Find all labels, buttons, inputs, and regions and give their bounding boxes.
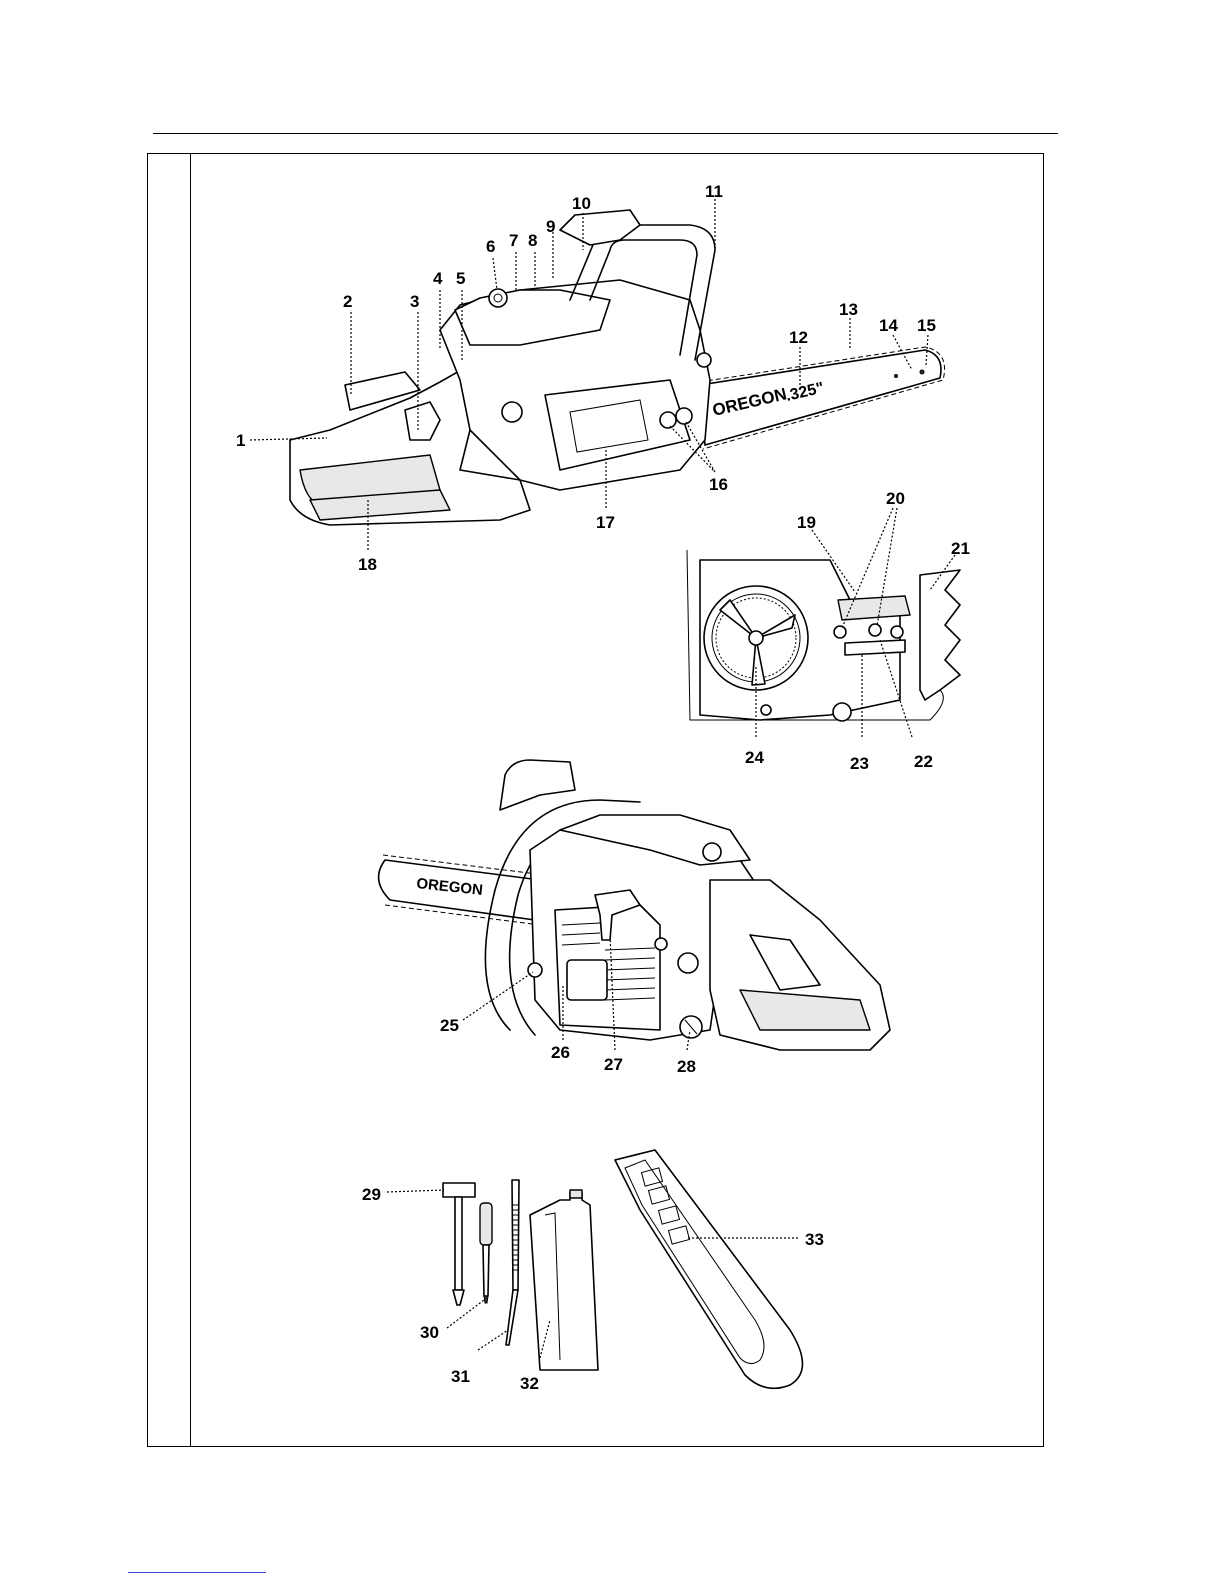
callout-11: 11 xyxy=(705,182,723,201)
callout-32: 32 xyxy=(520,1374,539,1393)
footer-link-underline[interactable] xyxy=(128,1572,266,1573)
callout-8: 8 xyxy=(528,231,537,250)
combination-wrench xyxy=(443,1183,475,1305)
callout-3: 3 xyxy=(410,292,419,311)
callout-12: 12 xyxy=(789,328,808,347)
callout-17: 17 xyxy=(596,513,615,532)
callout-30: 30 xyxy=(420,1323,439,1342)
callout-25: 25 xyxy=(440,1016,459,1035)
callout-23: 23 xyxy=(850,754,869,773)
bar-nut-1 xyxy=(660,412,676,428)
callout-6: 6 xyxy=(486,237,495,256)
callout-33: 33 xyxy=(805,1230,824,1249)
oil-fuel-bottle xyxy=(530,1190,598,1370)
bar-nut-2 xyxy=(676,408,692,424)
callout-19: 19 xyxy=(797,513,816,532)
decompression-valve xyxy=(502,402,522,422)
bar-stud-2 xyxy=(869,624,881,636)
chainsaw-right-view: OREGON .325" xyxy=(290,210,945,525)
callout-5: 5 xyxy=(456,269,465,288)
callout-18: 18 xyxy=(358,555,377,574)
callout-7: 7 xyxy=(509,231,518,250)
hand-guard-left xyxy=(500,760,575,810)
bar-scabbard xyxy=(615,1150,803,1388)
callout-16: 16 xyxy=(709,475,728,494)
guide-bar: OREGON .325" xyxy=(700,347,945,449)
callout-14: 14 xyxy=(879,316,898,335)
screwdriver xyxy=(480,1203,492,1303)
callout-29: 29 xyxy=(362,1185,381,1204)
callout-22: 22 xyxy=(914,752,933,771)
callout-15: 15 xyxy=(917,316,936,335)
callout-28: 28 xyxy=(677,1057,696,1076)
bar-stud-1 xyxy=(834,626,846,638)
callout-26: 26 xyxy=(551,1043,570,1062)
clutch-detail-view xyxy=(687,550,960,721)
round-file xyxy=(506,1180,519,1345)
callout-24: 24 xyxy=(745,748,764,767)
callout-20: 20 xyxy=(886,489,905,508)
callout-1: 1 xyxy=(236,431,245,450)
callout-13: 13 xyxy=(839,300,858,319)
callout-31: 31 xyxy=(451,1367,470,1386)
fuel-cap xyxy=(489,289,507,307)
callout-21: 21 xyxy=(951,539,970,558)
chain-tensioner-plate xyxy=(838,596,910,620)
callout-9: 9 xyxy=(546,217,555,236)
bar-slot xyxy=(845,640,905,655)
chain-oil-cap xyxy=(528,963,542,977)
bar-tail xyxy=(920,570,960,700)
callout-4: 4 xyxy=(433,269,443,288)
callout-2: 2 xyxy=(343,292,352,311)
callout-10: 10 xyxy=(572,194,591,213)
chainsaw-left-view: OREGON xyxy=(379,760,890,1050)
tool-kit xyxy=(443,1150,803,1388)
callout-27: 27 xyxy=(604,1055,623,1074)
